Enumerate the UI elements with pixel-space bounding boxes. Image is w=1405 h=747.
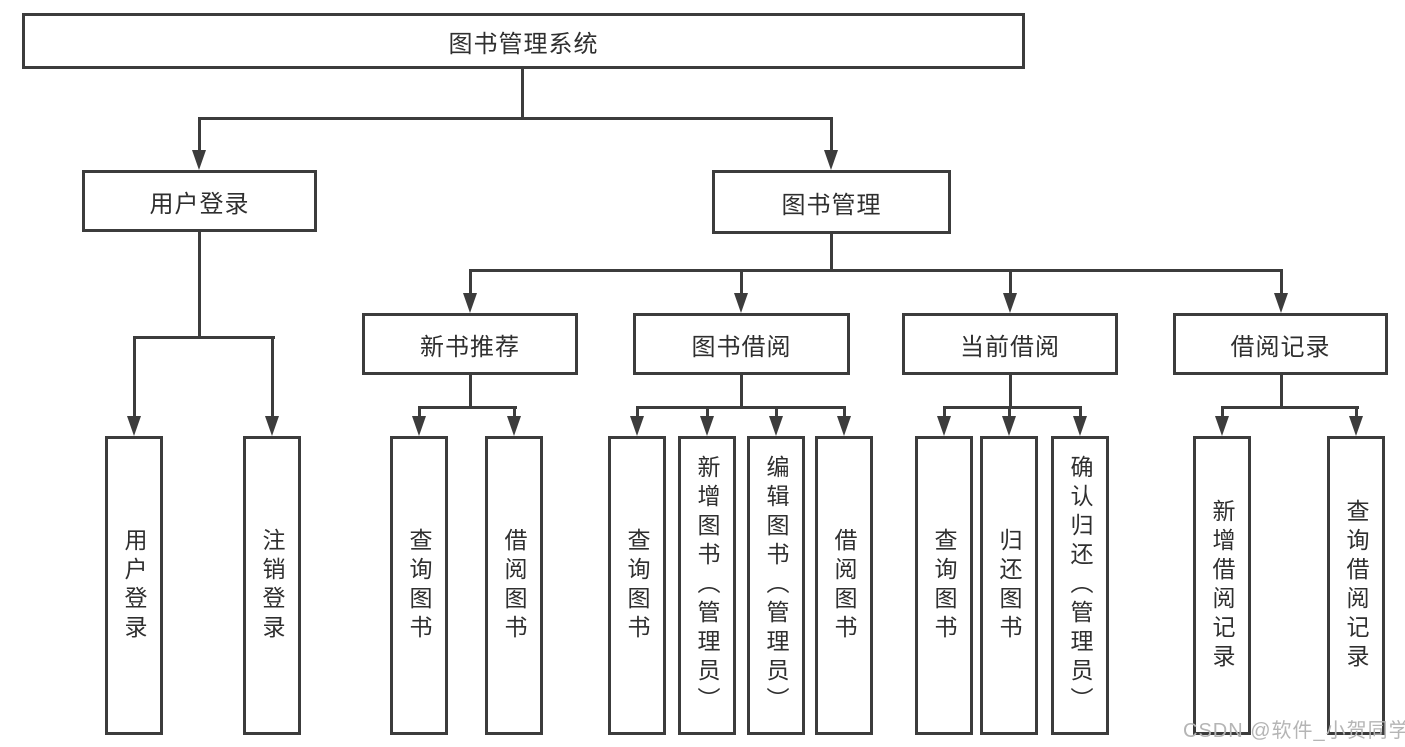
leaf-add-borrow-record: 新增借阅记录 bbox=[1193, 436, 1251, 735]
connector-drop bbox=[1008, 406, 1011, 419]
leaf-query-borrow-record-label: 查询借阅记录 bbox=[1343, 498, 1369, 673]
connector-borrow-bar bbox=[636, 406, 846, 409]
connector-drop bbox=[1079, 406, 1082, 419]
arrow-down-icon bbox=[734, 293, 748, 313]
connector-drop bbox=[1355, 406, 1358, 419]
leaf-query-borrow-record: 查询借阅记录 bbox=[1327, 436, 1385, 735]
connector-root-stem bbox=[521, 69, 524, 119]
connector-records-bar bbox=[1221, 406, 1359, 409]
leaf-return-book-label: 归还图书 bbox=[996, 527, 1022, 644]
arrow-down-icon bbox=[1274, 293, 1288, 313]
node-book-borrowing: 图书借阅 bbox=[633, 313, 850, 375]
csdn-watermark: CSDN @软件_小贺同学 bbox=[1183, 720, 1405, 742]
node-root: 图书管理系统 bbox=[22, 13, 1025, 69]
connector-drop bbox=[198, 117, 201, 153]
connector-drop bbox=[418, 406, 421, 419]
connector-userlogin-stem bbox=[198, 231, 201, 339]
leaf-edit-book-admin: 编辑图书（管理员） bbox=[747, 436, 805, 735]
arrow-down-icon bbox=[412, 416, 426, 436]
connector-level2-bar bbox=[198, 117, 833, 120]
leaf-query-book-newbook-label: 查询图书 bbox=[406, 527, 432, 644]
leaf-confirm-return-admin: 确认归还（管理员） bbox=[1051, 436, 1109, 735]
node-book-management-label: 图书管理 bbox=[781, 191, 882, 219]
connector-drop bbox=[943, 406, 946, 419]
leaf-user-login-label: 用户登录 bbox=[121, 527, 147, 644]
node-borrowing-records-label: 借阅记录 bbox=[1230, 333, 1331, 361]
connector-drop bbox=[740, 269, 743, 296]
leaf-add-book-admin: 新增图书（管理员） bbox=[678, 436, 736, 735]
node-current-borrowing: 当前借阅 bbox=[902, 313, 1118, 375]
node-new-book-recommend: 新书推荐 bbox=[362, 313, 578, 375]
leaf-borrow-book-newbook: 借阅图书 bbox=[485, 436, 543, 735]
arrow-down-icon bbox=[769, 416, 783, 436]
arrow-down-icon bbox=[265, 416, 279, 436]
node-book-borrowing-label: 图书借阅 bbox=[691, 333, 792, 361]
arrow-down-icon bbox=[192, 150, 206, 170]
connector-newbook-stem bbox=[469, 374, 472, 409]
node-borrowing-records: 借阅记录 bbox=[1173, 313, 1388, 375]
connector-drop bbox=[513, 406, 516, 419]
node-user-login: 用户登录 bbox=[82, 170, 317, 232]
leaf-logout: 注销登录 bbox=[243, 436, 301, 735]
leaf-query-book-current: 查询图书 bbox=[915, 436, 973, 735]
connector-borrow-stem bbox=[740, 374, 743, 409]
connector-bookmgmt-stem bbox=[830, 233, 833, 272]
leaf-borrow-book-borrowing: 借阅图书 bbox=[815, 436, 873, 735]
leaf-add-borrow-record-label: 新增借阅记录 bbox=[1209, 498, 1235, 673]
connector-drop bbox=[133, 336, 136, 418]
node-new-book-recommend-label: 新书推荐 bbox=[420, 333, 520, 361]
node-root-label: 图书管理系统 bbox=[448, 30, 599, 58]
arrow-down-icon bbox=[630, 416, 644, 436]
leaf-user-login: 用户登录 bbox=[105, 436, 163, 735]
leaf-return-book: 归还图书 bbox=[980, 436, 1038, 735]
connector-drop bbox=[636, 406, 639, 419]
arrow-down-icon bbox=[463, 293, 477, 313]
leaf-query-book-current-label: 查询图书 bbox=[931, 527, 957, 644]
leaf-confirm-return-admin-label: 确认归还（管理员） bbox=[1067, 455, 1093, 716]
leaf-query-book-borrowing-label: 查询图书 bbox=[624, 527, 650, 644]
connector-newbook-bar bbox=[418, 406, 517, 409]
connector-records-stem bbox=[1280, 374, 1283, 409]
leaf-logout-label: 注销登录 bbox=[259, 527, 285, 644]
connector-drop bbox=[469, 269, 472, 296]
arrow-down-icon bbox=[1002, 416, 1016, 436]
connector-drop bbox=[843, 406, 846, 419]
leaf-borrow-book-newbook-label: 借阅图书 bbox=[501, 527, 527, 644]
connector-drop bbox=[1280, 269, 1283, 296]
leaf-edit-book-admin-label: 编辑图书（管理员） bbox=[763, 455, 789, 716]
arrow-down-icon bbox=[1349, 416, 1363, 436]
connector-drop bbox=[1009, 269, 1012, 296]
arrow-down-icon bbox=[1003, 293, 1017, 313]
leaf-query-book-borrowing: 查询图书 bbox=[608, 436, 666, 735]
connector-drop bbox=[271, 336, 274, 418]
arrow-down-icon bbox=[127, 416, 141, 436]
connector-drop bbox=[830, 117, 833, 153]
node-current-borrowing-label: 当前借阅 bbox=[960, 333, 1060, 361]
arrow-down-icon bbox=[1073, 416, 1087, 436]
node-book-management: 图书管理 bbox=[712, 170, 951, 234]
connector-drop bbox=[706, 406, 709, 419]
arrow-down-icon bbox=[837, 416, 851, 436]
connector-userlogin-bar bbox=[133, 336, 275, 339]
connector-level3-bar bbox=[469, 269, 1283, 272]
connector-drop bbox=[1221, 406, 1224, 419]
leaf-borrow-book-borrowing-label: 借阅图书 bbox=[831, 527, 857, 644]
arrow-down-icon bbox=[1215, 416, 1229, 436]
leaf-add-book-admin-label: 新增图书（管理员） bbox=[694, 455, 720, 716]
arrow-down-icon bbox=[507, 416, 521, 436]
leaf-query-book-newbook: 查询图书 bbox=[390, 436, 448, 735]
connector-current-stem bbox=[1009, 374, 1012, 409]
arrow-down-icon bbox=[824, 150, 838, 170]
connector-current-bar bbox=[943, 406, 1082, 409]
arrow-down-icon bbox=[700, 416, 714, 436]
connector-drop bbox=[775, 406, 778, 419]
node-user-login-label: 用户登录 bbox=[149, 190, 250, 218]
arrow-down-icon bbox=[937, 416, 951, 436]
